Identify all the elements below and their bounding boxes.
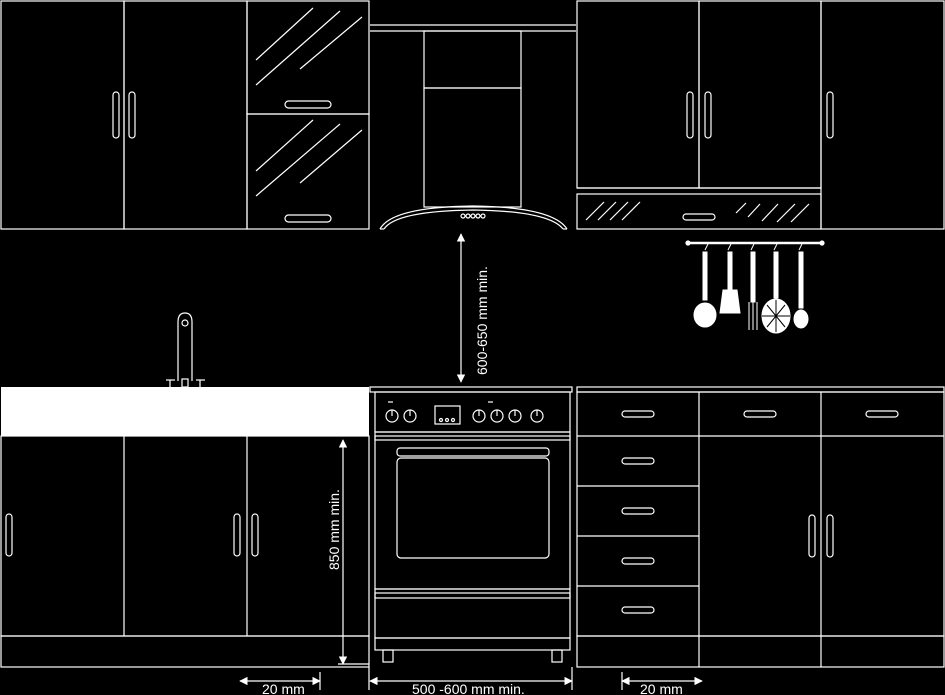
- fork-icon: [748, 243, 758, 330]
- faucet-icon: [166, 312, 205, 388]
- skimmer-icon: [793, 243, 809, 329]
- counter-height-label: 850 mm min.: [326, 489, 342, 570]
- left-gap-label: 20 mm: [262, 681, 305, 695]
- right-gap-label: 20 mm: [640, 681, 683, 695]
- freestanding-cooker-icon: [369, 386, 573, 663]
- hood-height-label: 600-650 mm min.: [474, 266, 490, 375]
- upper-right-cabinet: [576, 0, 945, 230]
- drawer-base-cabinet: [576, 386, 945, 668]
- range-hood-icon: [370, 24, 576, 230]
- oven-width-label: 500 -600 mm min.: [412, 681, 525, 695]
- upper-left-cabinet: [0, 0, 248, 230]
- sink-base-cabinet: [0, 387, 370, 668]
- spatula-icon: [719, 243, 741, 314]
- ladle-icon: [693, 243, 717, 328]
- utensil-rail: [685, 240, 825, 246]
- upper-glass-cabinet: [246, 0, 370, 230]
